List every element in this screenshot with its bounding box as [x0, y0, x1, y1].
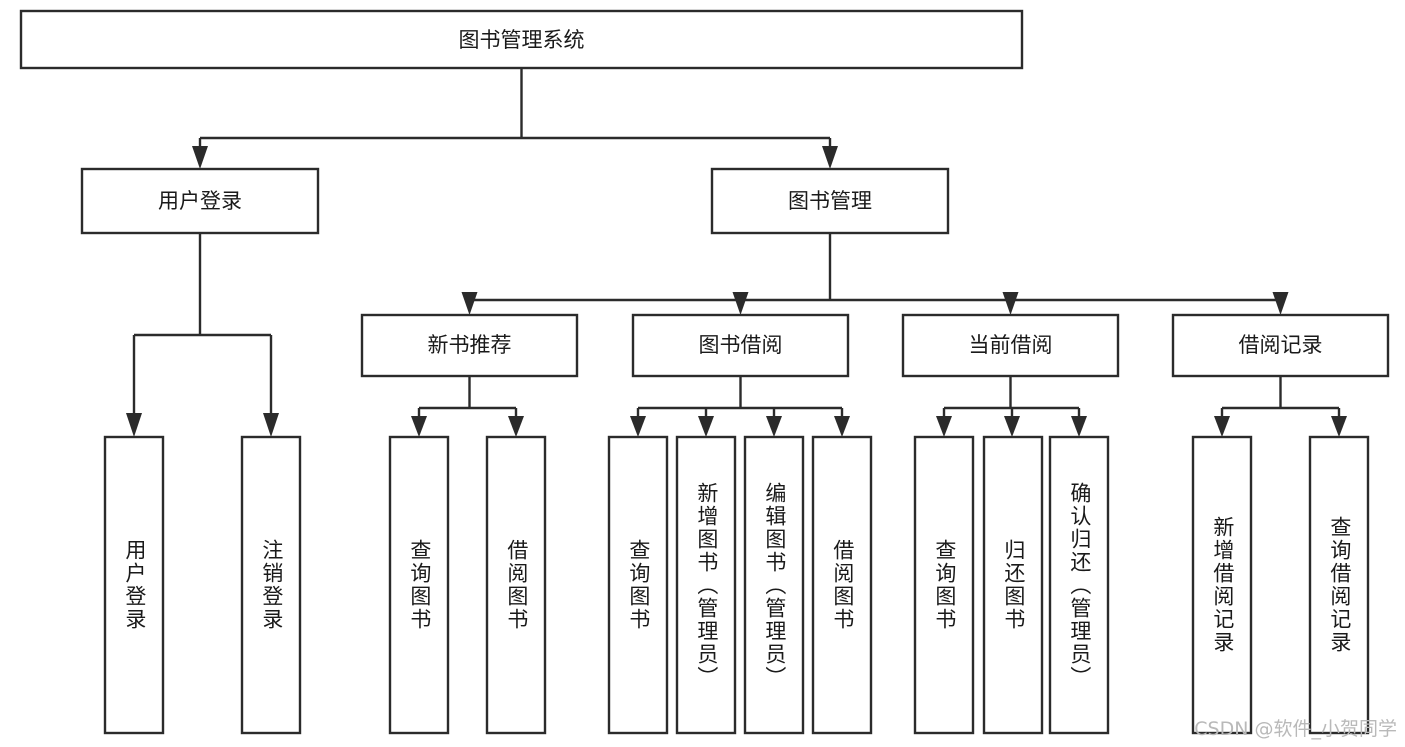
arrow-leaf-user-login — [126, 413, 142, 437]
node-root-box[interactable] — [19, 9, 1024, 70]
leaf-boxes-group — [103, 435, 1370, 735]
node-leaf-borrow-book-2-box[interactable] — [811, 435, 873, 735]
arrow-leaf-return-book — [1004, 416, 1020, 437]
arrow-book-manage — [822, 146, 838, 169]
node-leaf-borrow-book-1-box[interactable] — [485, 435, 547, 735]
node-book-manage[interactable]: 图书管理 — [710, 167, 950, 235]
node-current-borrow-box[interactable] — [901, 313, 1120, 378]
node-user-login[interactable]: 用户登录 — [80, 167, 320, 235]
node-borrow-record-box[interactable] — [1171, 313, 1390, 378]
node-leaf-user-logout-box[interactable] — [240, 435, 302, 735]
node-new-book-rec-label: 新书推荐 — [428, 333, 512, 357]
node-leaf-return-book-box[interactable] — [982, 435, 1044, 735]
node-leaf-query-record-box[interactable] — [1308, 435, 1370, 735]
node-leaf-query-book-3-box[interactable] — [913, 435, 975, 735]
arrow-new-book-rec — [461, 292, 478, 315]
node-leaf-user-login-box[interactable] — [103, 435, 165, 735]
arrow-user-login — [192, 146, 208, 169]
arrow-leaf-query-record — [1331, 416, 1347, 437]
arrow-borrow-record — [1272, 292, 1289, 315]
csdn-watermark: CSDN @软件_小贺同学 — [1194, 718, 1397, 740]
node-leaf-add-book-box[interactable] — [675, 435, 737, 735]
node-current-borrow[interactable]: 当前借阅 — [901, 313, 1120, 378]
arrow-book-borrow — [732, 292, 749, 315]
arrow-leaf-query-book-1 — [411, 416, 427, 437]
node-borrow-record-label: 借阅记录 — [1239, 333, 1323, 357]
node-book-borrow-box[interactable] — [631, 313, 850, 378]
node-leaf-add-record-box[interactable] — [1191, 435, 1253, 735]
node-user-login-box[interactable] — [80, 167, 320, 235]
node-book-borrow[interactable]: 图书借阅 — [631, 313, 850, 378]
arrow-leaf-add-record — [1214, 416, 1230, 437]
arrow-leaf-confirm-return — [1071, 416, 1087, 437]
node-root-label: 图书管理系统 — [459, 28, 585, 52]
node-book-manage-box[interactable] — [710, 167, 950, 235]
node-new-book-rec[interactable]: 新书推荐 — [360, 313, 579, 378]
arrow-current-borrow — [1002, 292, 1019, 315]
node-root[interactable]: 图书管理系统 — [19, 9, 1024, 70]
node-current-borrow-label: 当前借阅 — [969, 333, 1053, 357]
node-user-login-label: 用户登录 — [158, 189, 242, 213]
node-leaf-edit-book-box[interactable] — [743, 435, 805, 735]
connectors-group — [126, 68, 1347, 437]
arrow-leaf-query-book-2 — [630, 416, 646, 437]
arrow-leaf-user-logout — [263, 413, 279, 437]
arrow-leaf-add-book — [698, 416, 714, 437]
node-new-book-rec-box[interactable] — [360, 313, 579, 378]
node-book-manage-label: 图书管理 — [788, 189, 872, 213]
node-leaf-confirm-return-box[interactable] — [1048, 435, 1110, 735]
node-leaf-query-book-2-box[interactable] — [607, 435, 669, 735]
arrow-leaf-borrow-book-2 — [834, 416, 850, 437]
node-borrow-record[interactable]: 借阅记录 — [1171, 313, 1390, 378]
node-leaf-query-book-1-box[interactable] — [388, 435, 450, 735]
arrow-leaf-query-book-3 — [936, 416, 952, 437]
arrow-leaf-borrow-book-1 — [508, 416, 524, 437]
node-book-borrow-label: 图书借阅 — [699, 333, 783, 357]
arrow-leaf-edit-book — [766, 416, 782, 437]
